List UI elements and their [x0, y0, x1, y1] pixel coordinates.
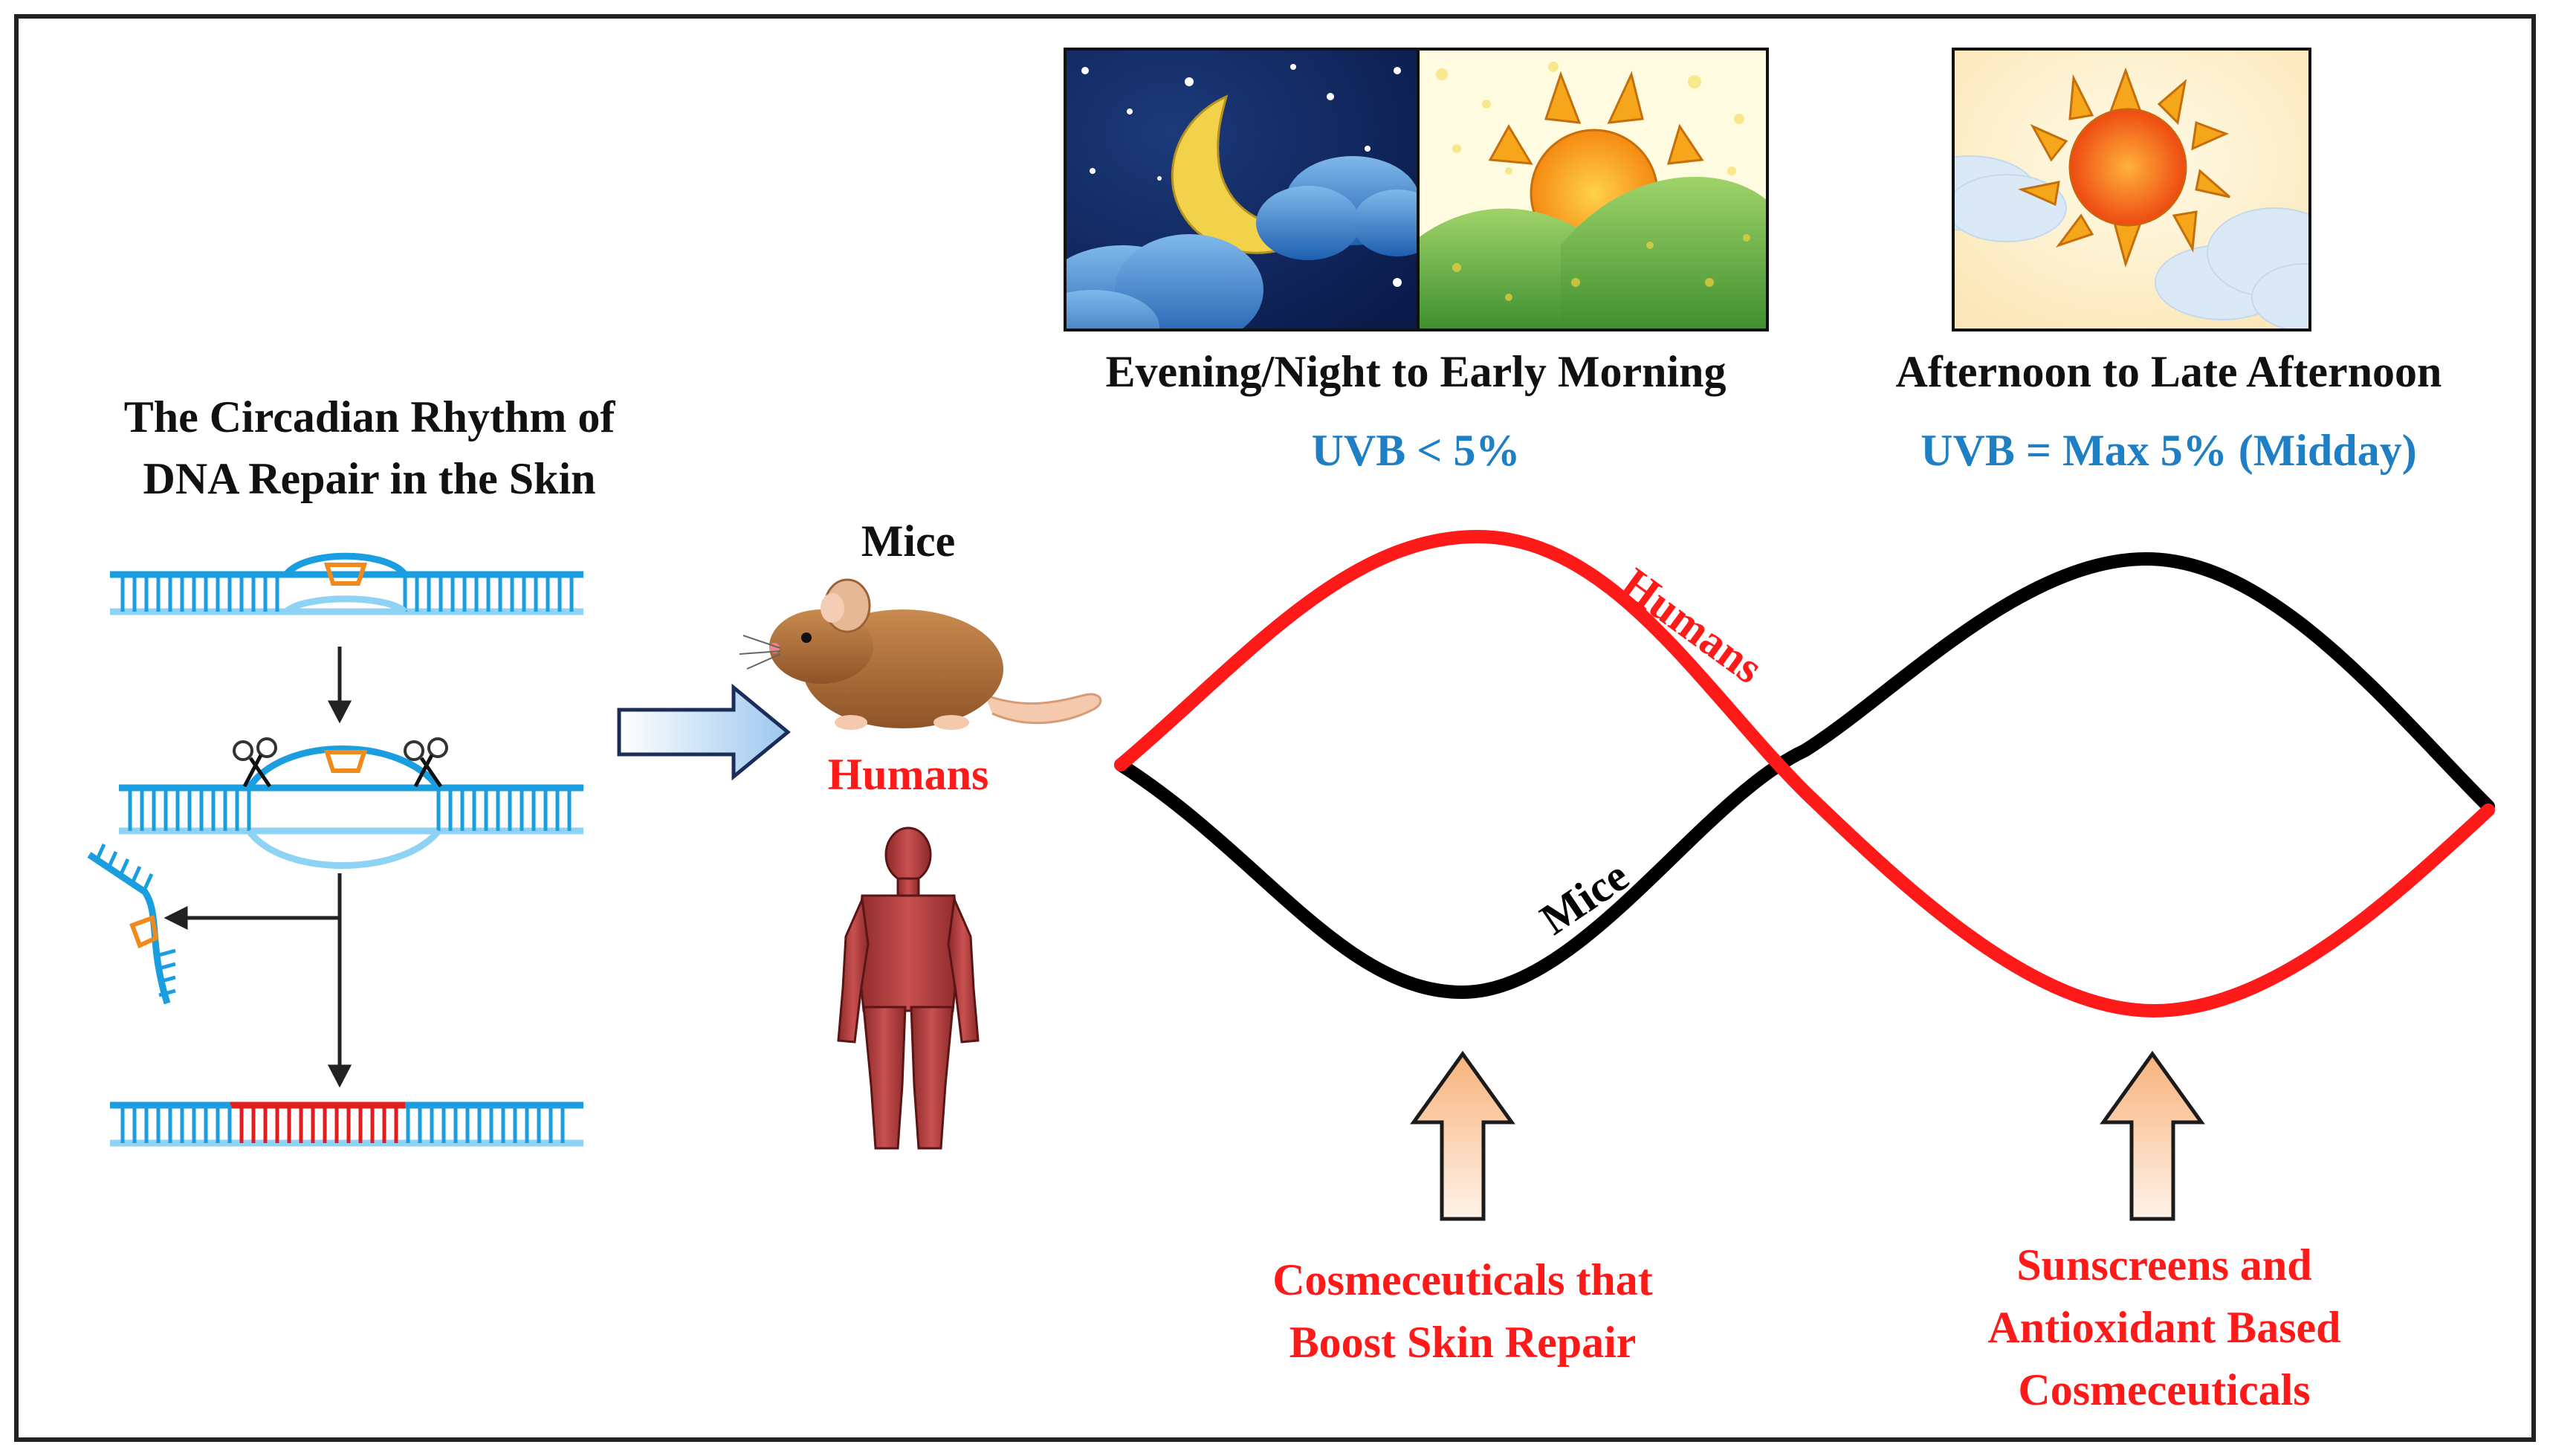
- dna-flow-arrows: [164, 647, 352, 1088]
- scissors-icon: [242, 754, 263, 788]
- dna-lesion: [129, 914, 159, 949]
- dna-lesion: [323, 563, 368, 586]
- excised-fragment: [158, 989, 176, 997]
- mice-rhythm-curve: [1114, 551, 2495, 1000]
- night-treatment-line2: Boost Skin Repair: [1289, 1318, 1637, 1367]
- scissors-icon: [233, 740, 253, 761]
- dna-lesion: [323, 750, 368, 773]
- humans-rhythm-curve: [1114, 529, 2495, 1018]
- night-treatment-arrow: [1410, 1050, 1515, 1221]
- transition-arrow: [617, 683, 791, 781]
- scissors-icon: [248, 757, 272, 788]
- scissors-icon: [413, 754, 434, 788]
- scissors-icon: [419, 757, 443, 788]
- dna-panel-title-line1: The Circadian Rhythm of: [124, 392, 616, 441]
- mouse-icon: [739, 578, 1102, 730]
- excised-fragment: [130, 865, 142, 884]
- excised-fragment: [94, 843, 106, 862]
- excised-fragment: [158, 975, 176, 984]
- excised-fragment: [142, 873, 154, 892]
- dna-repair-schematic: [87, 552, 583, 1147]
- morning-sky-image: [1417, 48, 1769, 331]
- scissors-icon: [256, 737, 277, 758]
- day-treatment-line1: Sunscreens and: [2016, 1240, 2311, 1290]
- night-period-label: Evening/Night to Early Morning: [1105, 347, 1726, 396]
- excised-fragment: [158, 962, 176, 971]
- day-treatment-line2: Antioxidant Based: [1987, 1303, 2340, 1352]
- excised-fragment: [118, 858, 130, 877]
- dna-bubble: [246, 745, 441, 790]
- day-uvb-label: UVB = Max 5% (Midday): [1920, 426, 2417, 475]
- dna-bubble: [283, 595, 408, 615]
- dna-bubble: [283, 552, 408, 577]
- night-treatment-line1: Cosmeceuticals that: [1272, 1255, 1653, 1304]
- excised-fragment: [106, 850, 118, 870]
- mice-organism-label: Mice: [861, 517, 956, 566]
- scissors-icon: [404, 740, 424, 761]
- day-period-label: Afternoon to Late Afternoon: [1896, 347, 2442, 396]
- dna-panel-title-line2: DNA Repair in the Skin: [143, 454, 595, 503]
- day-treatment-line3: Cosmeceuticals: [2018, 1365, 2310, 1414]
- dna-bubble: [246, 829, 441, 869]
- afternoon-sky-image: [1952, 48, 2311, 331]
- human-icon: [837, 826, 980, 1150]
- night-uvb-label: UVB < 5%: [1312, 426, 1521, 475]
- day-treatment-arrow: [2100, 1050, 2205, 1221]
- scissors-icon: [427, 737, 448, 758]
- humans-organism-label: Humans: [828, 750, 989, 799]
- night-sky-image: [1064, 48, 1420, 331]
- excised-fragment: [158, 948, 176, 957]
